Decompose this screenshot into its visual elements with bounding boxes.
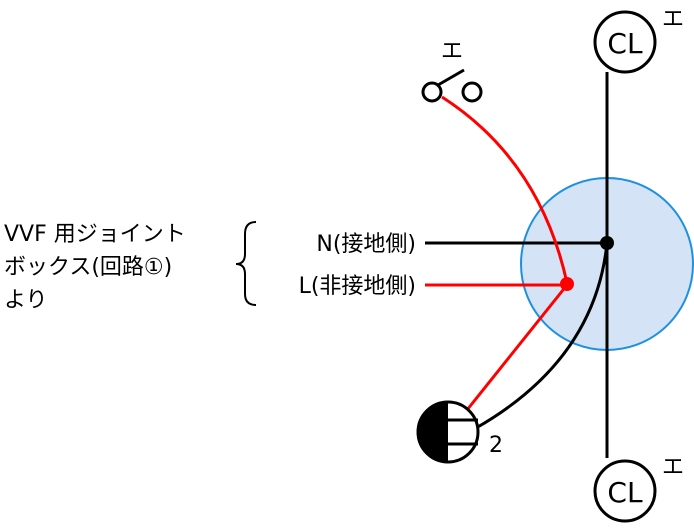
outlet-black-wire <box>475 242 609 430</box>
outlet-red-wire <box>465 284 569 411</box>
ceiling-light-top-mark: エ <box>662 7 684 32</box>
switch-icon <box>421 68 483 103</box>
ceiling-light-bottom-symbol: CL <box>607 476 643 509</box>
brace-icon <box>235 221 257 306</box>
line-junction-dot <box>560 277 574 291</box>
neutral-wire-label: N(接地側) <box>316 232 416 257</box>
switch-red-wire <box>441 95 569 284</box>
ceiling-light-bottom-icon <box>593 459 657 523</box>
neutral-junction-dot <box>600 236 614 250</box>
outlet-count: 2 <box>489 433 503 458</box>
source-label-line2: ボックス(回路①) <box>4 255 172 280</box>
source-label-line3: より <box>4 288 48 313</box>
ceiling-light-top-symbol: CL <box>607 27 643 60</box>
ceiling-light-top-icon <box>593 10 657 74</box>
outlet-icon <box>416 400 480 464</box>
line-wire-label: L(非接地側) <box>299 274 416 299</box>
switch-mark: エ <box>441 39 463 64</box>
source-label-line1: VVF 用ジョイント <box>4 222 186 247</box>
ceiling-light-bottom-mark: エ <box>662 455 684 480</box>
